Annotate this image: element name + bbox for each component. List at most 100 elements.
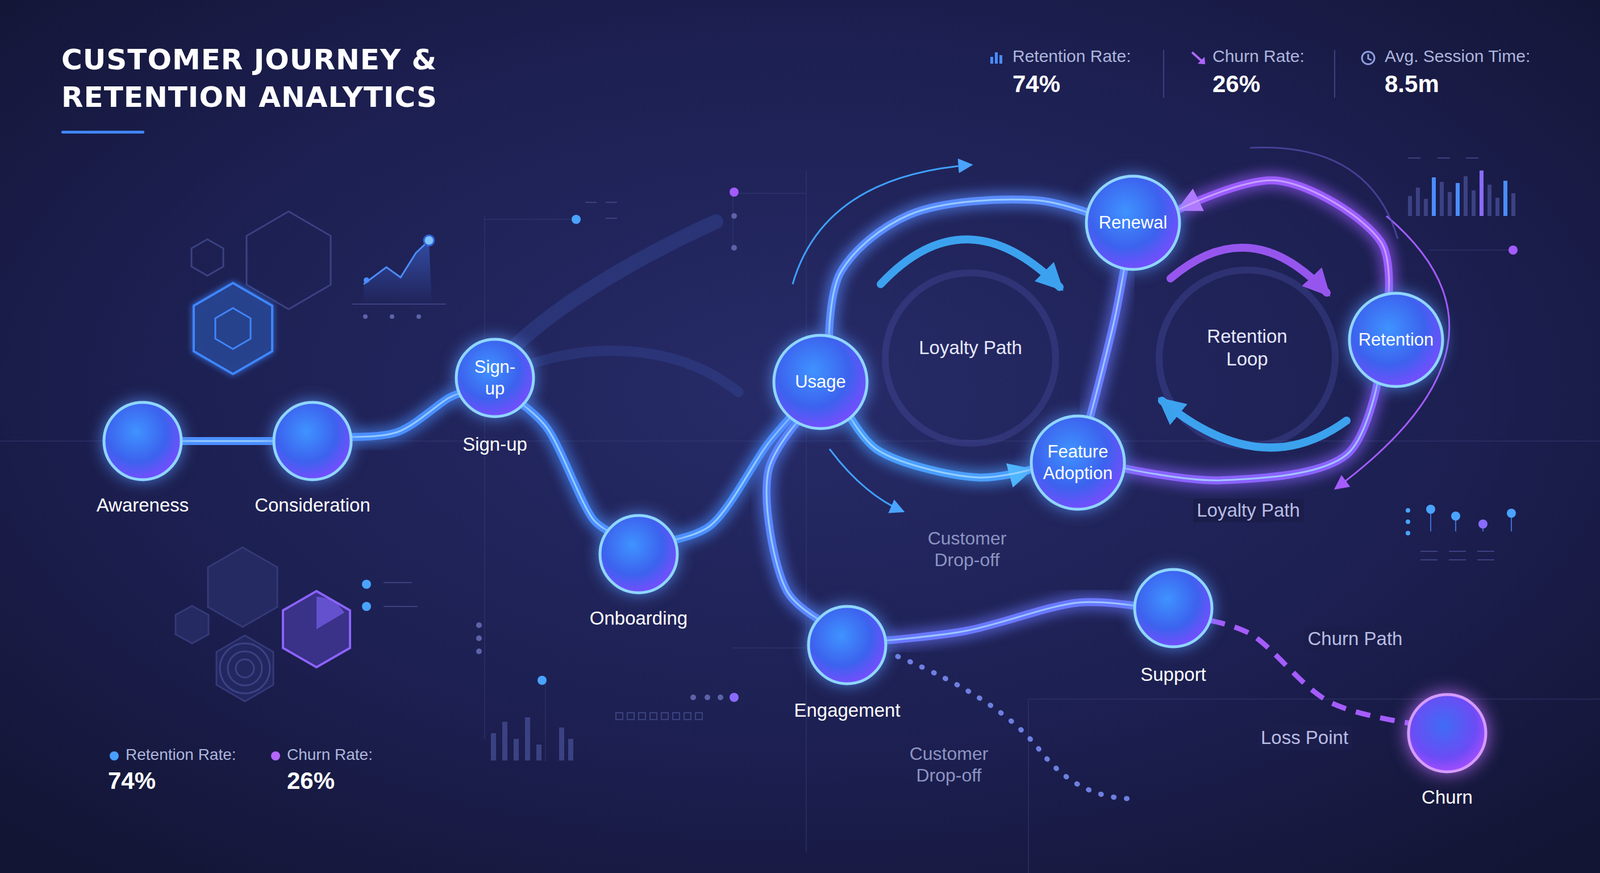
connector-glow (850, 418, 1031, 478)
journey-node: Consideration (271, 400, 354, 482)
journey-node: Usage (771, 332, 870, 431)
annotation: Retention Loop (1193, 325, 1302, 371)
connector-group (886, 601, 1135, 641)
connector-group (828, 199, 1087, 336)
connector-highlight (766, 422, 818, 619)
annotation: Loyalty Path (1193, 498, 1304, 523)
node-circle (806, 603, 889, 686)
metric-value: 74% (1012, 70, 1061, 98)
legend-text: Churn Rate: (286, 745, 373, 764)
connector-group (1178, 180, 1390, 294)
connector-group (181, 440, 274, 442)
connector (766, 422, 818, 619)
node-circle (1028, 413, 1127, 512)
journey-node: Feature Adoption (1028, 413, 1127, 512)
journey-node: Churn (1406, 692, 1489, 774)
connector-glow (351, 393, 460, 437)
journey-node: Awareness (101, 400, 184, 482)
journey-node: Retention (1347, 290, 1445, 389)
metric-value: 26% (286, 767, 335, 795)
node-circle (271, 400, 354, 482)
journey-node: Sign-upSign-up (453, 336, 536, 419)
metric-value: 26% (1212, 70, 1261, 98)
stage-label: Sign-up (462, 433, 528, 456)
node-circle-shape (1408, 694, 1486, 772)
node-circle-shape (1031, 415, 1125, 510)
connector-glow (1124, 382, 1378, 481)
legend-item: Churn Rate: (286, 745, 373, 764)
connector (1210, 620, 1410, 723)
connector-highlight (1089, 269, 1124, 418)
annotation: Customer Drop-off (894, 742, 1003, 786)
connector (850, 418, 1031, 478)
node-circle-shape (103, 402, 182, 480)
connector-highlight (1124, 382, 1378, 481)
connector-group (1089, 269, 1124, 418)
connector-glow (523, 405, 608, 531)
legend-swatch (271, 751, 281, 761)
node-circle-shape (1349, 293, 1443, 387)
journey-node: Engagement (806, 603, 889, 686)
connector-group (850, 418, 1031, 478)
stage-label: Support (1140, 663, 1207, 686)
metric-value: 74% (107, 767, 156, 795)
node-label: Renewal (1098, 211, 1168, 234)
annotation: Loss Point (1257, 725, 1352, 750)
stage-label: Churn (1421, 786, 1473, 808)
node-circle (101, 400, 184, 482)
node-circle-shape (600, 515, 678, 593)
node-circle-shape (456, 339, 534, 417)
legend-swatch-box (108, 750, 120, 762)
edge-label: Churn Path (1304, 626, 1407, 651)
connector-highlight (523, 405, 608, 531)
connector (1124, 382, 1378, 481)
diagram-title: CUSTOMER JOURNEY & RETENTION ANALYTICS (61, 40, 528, 116)
node-label: Sign-up (474, 356, 516, 400)
connector (523, 405, 608, 531)
node-circle (1132, 567, 1215, 649)
connector-glow (1178, 180, 1390, 294)
legend-text: Retention Rate: (125, 745, 237, 764)
node-label: Retention (1358, 328, 1435, 351)
legend-swatch-box (269, 750, 282, 762)
annotation: Customer Drop-off (913, 527, 1022, 571)
connector-group (1124, 382, 1378, 481)
connector (886, 601, 1135, 641)
node-circle (1406, 692, 1489, 774)
connector-highlight (1178, 180, 1390, 294)
node-circle-shape (808, 606, 886, 684)
connector (181, 436, 274, 445)
connector (828, 199, 1087, 336)
connector-group (766, 422, 818, 619)
node-circle-shape (1134, 569, 1212, 647)
connector-group (351, 393, 460, 437)
legend-item: Retention Rate: (125, 745, 237, 764)
stage-label: Awareness (96, 494, 190, 516)
annotation: Loyalty Path (916, 336, 1025, 360)
connector-highlight (181, 440, 274, 443)
connector-group (523, 405, 608, 531)
connector-glow (1089, 269, 1124, 418)
journey-node: Onboarding (597, 513, 680, 595)
connector-highlight (828, 199, 1087, 336)
connector-glow (181, 432, 274, 450)
connector (1089, 269, 1124, 418)
connector (1178, 180, 1390, 294)
connector-glow (766, 422, 818, 619)
journey-node: Renewal (1084, 173, 1182, 272)
node-circle (597, 513, 680, 595)
node-circle (453, 336, 536, 419)
stage-label: Onboarding (589, 607, 688, 629)
node-circle-shape (1086, 176, 1180, 270)
metric-label: Retention Rate: (1012, 46, 1131, 66)
stage-label: Consideration (254, 494, 371, 516)
node-label: Usage (794, 371, 847, 393)
metric-value: 8.5m (1384, 70, 1440, 98)
node-circle-shape (773, 335, 868, 429)
connector-glow (886, 601, 1135, 641)
connector-highlight (886, 601, 1135, 641)
metric-label: Churn Rate: (1212, 46, 1305, 66)
stage-label: Engagement (793, 699, 900, 722)
legend-swatch (109, 751, 119, 761)
